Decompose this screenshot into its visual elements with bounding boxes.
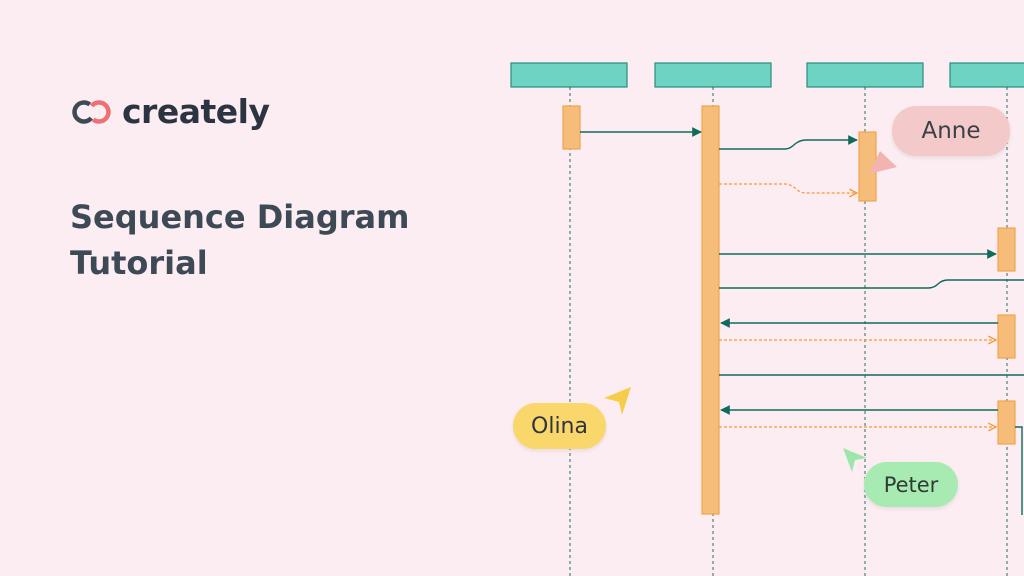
message-8: [1015, 426, 1023, 515]
participant-box-1: [510, 62, 628, 88]
participant-box-2: [654, 62, 772, 88]
activation-bar-1: [562, 105, 581, 150]
participant-box-3: [806, 62, 924, 88]
title-line-1: Sequence Diagram: [70, 198, 410, 236]
brand-name: creately: [122, 92, 270, 131]
return-message-1: [719, 183, 857, 193]
activation-bar-6: [997, 400, 1016, 445]
activation-bar-2: [701, 105, 720, 515]
peter-cursor-icon: [843, 448, 867, 472]
activation-bar-4: [997, 227, 1016, 272]
message-2: [719, 135, 858, 150]
anne-cursor-icon: [869, 151, 897, 174]
participant-box-4: [949, 62, 1024, 88]
olina-cursor-icon: [604, 387, 631, 415]
activation-bar-5: [997, 314, 1016, 359]
collaborator-peter-label: Peter: [864, 462, 958, 507]
collaborator-olina-label: Olina: [513, 403, 606, 449]
title-line-2: Tutorial: [70, 244, 208, 282]
page-title: Sequence Diagram Tutorial: [70, 194, 409, 286]
message-4: [719, 279, 1024, 289]
creately-logo-icon: [72, 99, 111, 124]
creately-logo: creately: [70, 92, 270, 131]
collaborator-anne-label: Anne: [892, 106, 1010, 156]
